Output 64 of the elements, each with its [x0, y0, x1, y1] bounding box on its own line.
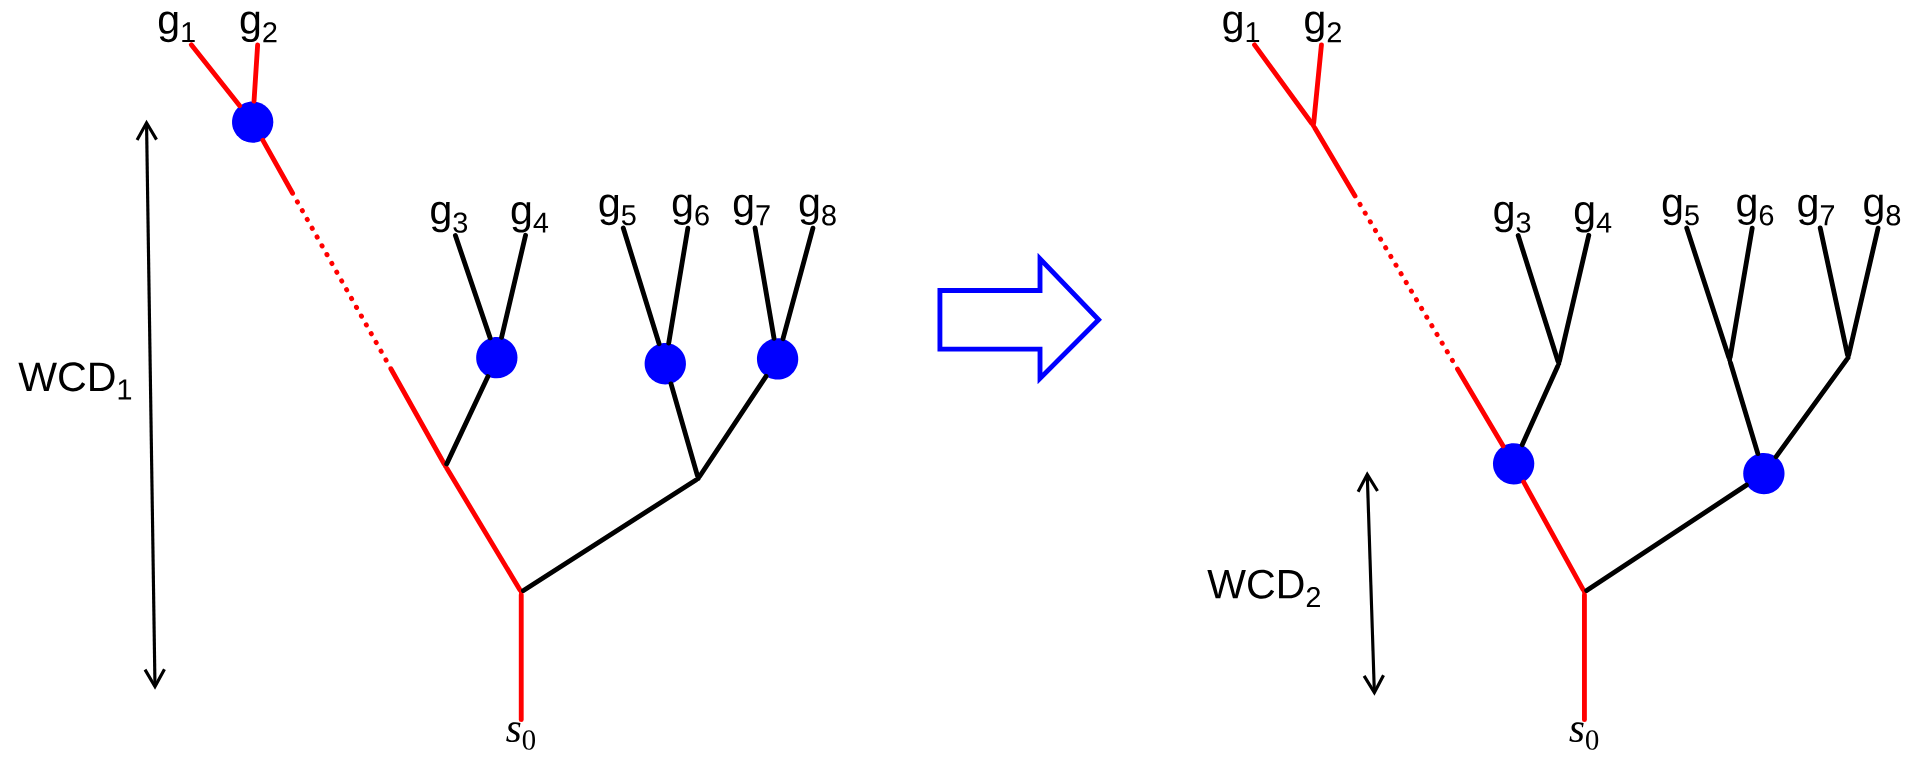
node-dot [232, 101, 274, 143]
junction-point [518, 589, 524, 595]
junction-point [1311, 123, 1316, 129]
junction-point [1727, 357, 1733, 363]
junction-point [443, 463, 448, 469]
tree-branch [1521, 479, 1586, 593]
tree-branch [668, 381, 700, 479]
tree-branch [1728, 360, 1761, 456]
junction-point [695, 476, 701, 481]
tree-label: g$_{3}$ [431, 201, 468, 233]
tree-branch [1773, 357, 1849, 460]
tree-label: g$_{7}$ [733, 194, 770, 226]
tree-label: g$_{4}$ [511, 201, 549, 233]
tree-label: g$_{4}$ [1574, 201, 1612, 233]
tree-branch [499, 232, 528, 340]
node-dot [1743, 452, 1785, 495]
tree-branch [1846, 225, 1881, 358]
tree-branch [444, 466, 523, 593]
tree-label: g$_{8}$ [1864, 194, 1901, 226]
tree-branch [521, 477, 699, 593]
tree-branch [188, 42, 243, 109]
dimension-label: WCD$_{2}$ [1207, 569, 1320, 607]
tree-branch [518, 592, 524, 722]
tree-branch [1311, 42, 1324, 126]
tree-branch [260, 137, 447, 467]
tree-branch [697, 373, 769, 479]
tree-branch [1556, 232, 1592, 364]
tree-label: g$_{6}$ [672, 194, 709, 226]
tree-label: g$_{6}$ [1737, 194, 1774, 226]
tree-branch [444, 374, 491, 467]
tree-label: g$_{8}$ [799, 194, 836, 226]
tree-branch [1584, 482, 1749, 593]
junction-point [1845, 355, 1851, 360]
junction-point [1582, 589, 1587, 595]
tree-branch [1727, 225, 1755, 360]
tree-label: g$_{5}$ [1662, 194, 1699, 226]
tree-branch [1684, 225, 1732, 360]
tree-branch [752, 225, 777, 341]
tree-label: g$_{1}$ [158, 11, 195, 43]
tree-branch [1582, 592, 1587, 722]
tree-branch [1817, 225, 1850, 358]
tree-branch [452, 233, 493, 341]
tree-label: g$_{5}$ [599, 194, 636, 226]
tree-branch [1515, 233, 1561, 364]
tree-label: g$_{1}$ [1223, 11, 1260, 43]
node-dot [1493, 443, 1535, 485]
tree-label: g$_{7}$ [1798, 194, 1834, 226]
tree-branch [620, 225, 662, 347]
tree-branch [251, 42, 261, 104]
tree-label: g$_{2}$ [240, 11, 277, 43]
tree-branch [1252, 42, 1315, 126]
node-dot [756, 338, 799, 380]
junction-point [1556, 361, 1562, 367]
tree-label: g$_{2}$ [1305, 11, 1341, 43]
tree-label: s$_{0}$ [506, 722, 535, 750]
tree-branch [1519, 363, 1561, 448]
node-dot [476, 336, 518, 379]
tree-branch [666, 225, 691, 346]
node-dot [644, 343, 686, 385]
tree-label: s$_{0}$ [1569, 722, 1599, 750]
tree-branch [1312, 125, 1506, 449]
dimension-label: WCD$_{1}$ [18, 362, 132, 400]
tree-label: g$_{3}$ [1494, 201, 1531, 233]
tree-branch [780, 225, 816, 342]
